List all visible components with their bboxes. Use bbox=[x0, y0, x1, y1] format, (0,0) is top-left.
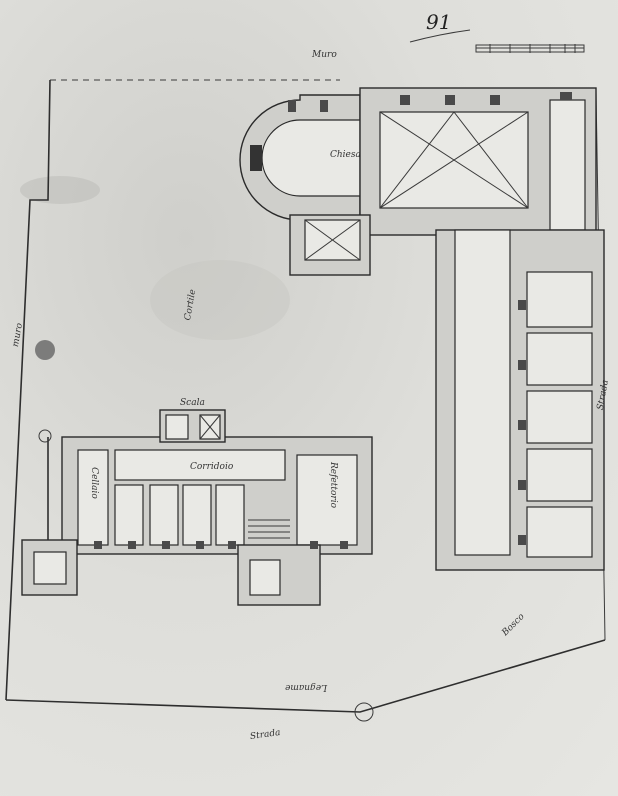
paper-stain bbox=[20, 176, 100, 204]
label-top-wall: Muro bbox=[312, 50, 337, 60]
sheet-number-underline bbox=[409, 29, 471, 43]
piers bbox=[94, 92, 572, 549]
label-refectory: Refettorio bbox=[328, 461, 339, 509]
label-bottom-margin: Legname bbox=[285, 682, 328, 692]
cell-wing bbox=[435, 229, 605, 571]
label-stair: Scala bbox=[180, 398, 205, 408]
sheet-number: 91 bbox=[426, 10, 452, 34]
gate-marker bbox=[354, 702, 374, 722]
scale-bar bbox=[475, 44, 585, 53]
cloister-block bbox=[21, 409, 373, 606]
label-nave: Chiesa bbox=[330, 150, 361, 160]
property-boundary-bottom bbox=[5, 639, 606, 713]
paper-stain bbox=[150, 260, 290, 340]
property-boundary-left bbox=[5, 79, 51, 701]
label-corridor: Corridoio bbox=[190, 462, 234, 472]
stair bbox=[248, 519, 290, 539]
label-cellar: Cellaio bbox=[88, 467, 99, 499]
church bbox=[239, 87, 597, 276]
paper-stain bbox=[35, 340, 55, 360]
